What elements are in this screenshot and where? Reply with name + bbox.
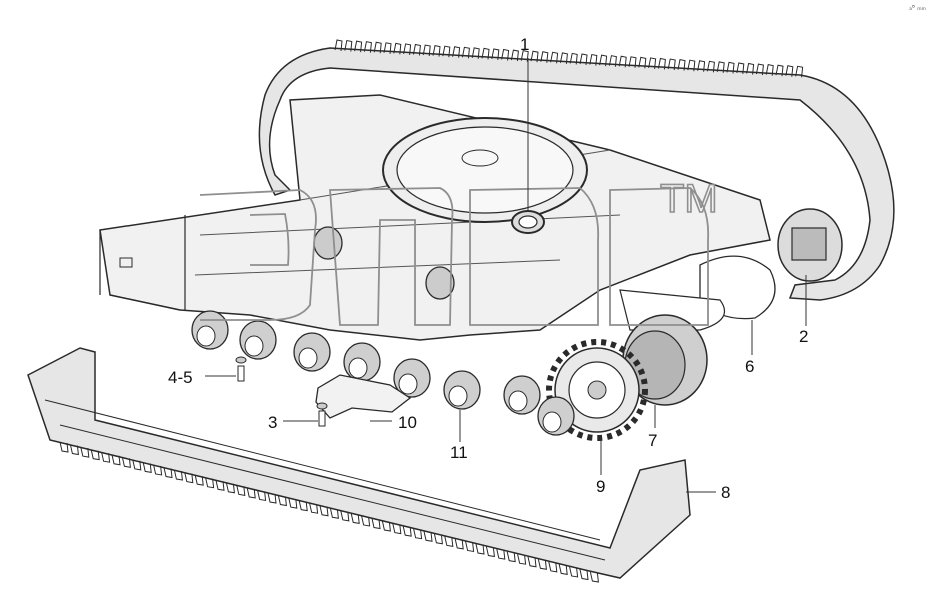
- corner-mark: ₐᴮ ₘₘ: [909, 4, 926, 12]
- watermark-tm: TM: [660, 177, 718, 221]
- bolt-3: [316, 402, 328, 427]
- bolt-4-5: [235, 356, 247, 382]
- callout-8: 8: [721, 483, 730, 502]
- track-roller: [343, 342, 381, 382]
- callout-1: 1: [520, 35, 529, 54]
- callout-11: 11: [450, 443, 468, 462]
- track-roller: [537, 396, 575, 436]
- track-roller: [503, 375, 541, 415]
- track-roller: [293, 332, 331, 372]
- track-roller: [239, 320, 277, 360]
- upper-track-chain: [258, 39, 895, 301]
- callout-leaders: [205, 58, 807, 493]
- callout-3: 3: [268, 413, 277, 432]
- center-swivel-joint: [511, 210, 545, 234]
- swing-bearing-ring: [382, 117, 588, 223]
- watermark-logo: TM: [199, 176, 719, 326]
- callout-9: 9: [596, 477, 605, 496]
- callout-2: 2: [799, 327, 808, 346]
- callout-4-5: 4-5: [168, 368, 193, 387]
- track-rollers: [191, 310, 575, 436]
- track-roller: [393, 358, 431, 398]
- callout-7: 7: [648, 431, 657, 450]
- lower-track-chain: [27, 347, 691, 583]
- drive-sprocket: [546, 339, 648, 441]
- rear-idler: [777, 208, 843, 282]
- callout-6: 6: [745, 357, 754, 376]
- track-roller: [191, 310, 229, 350]
- callout-10: 10: [398, 413, 417, 432]
- track-roller: [443, 370, 481, 410]
